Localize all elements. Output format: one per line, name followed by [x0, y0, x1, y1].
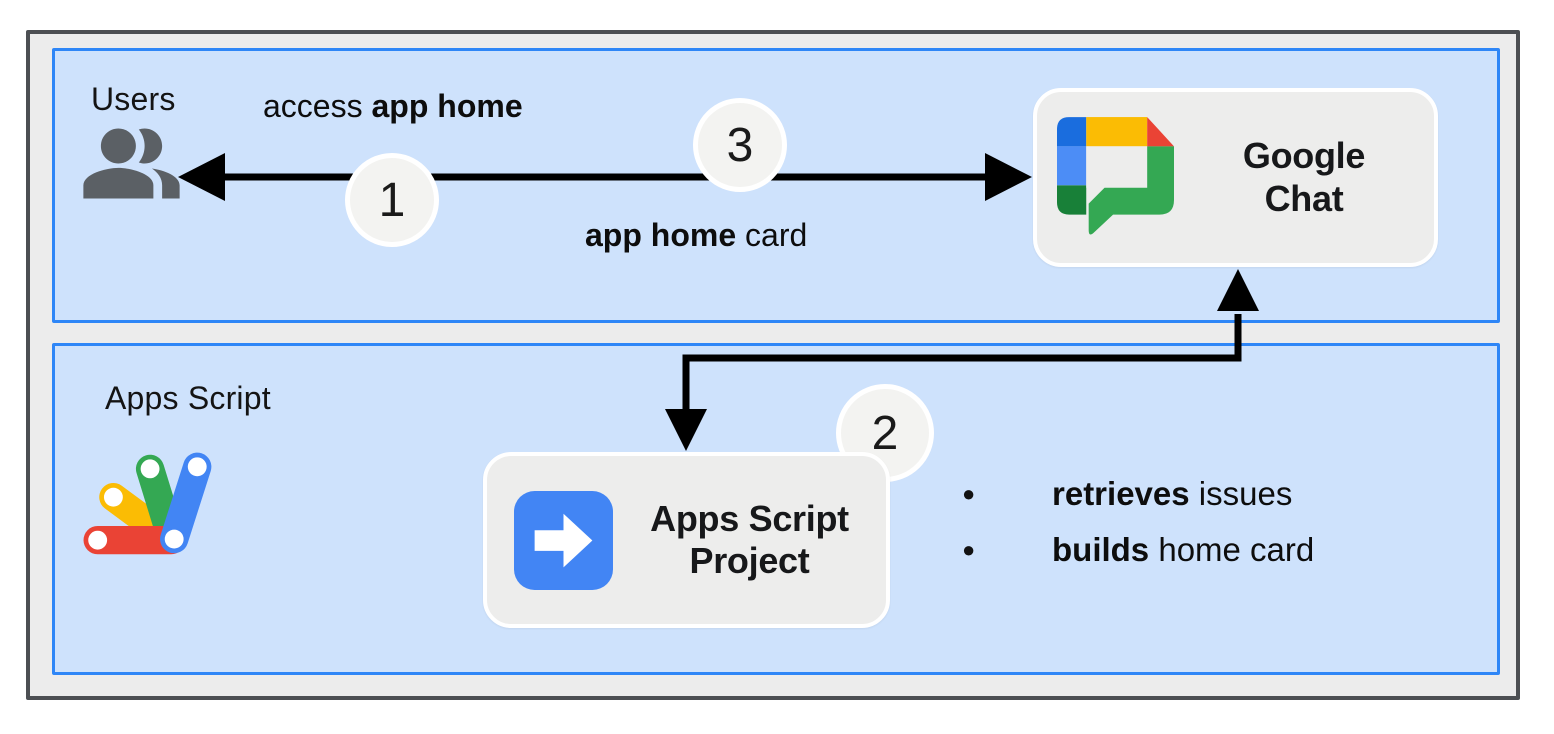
arrowhead-up	[1217, 269, 1259, 311]
google-chat-title: Google Chat	[1174, 135, 1434, 220]
users-section-label: Users	[91, 81, 176, 117]
apps-script-section-label: Apps Script	[105, 380, 271, 416]
response-label-bold: app home	[585, 217, 737, 253]
people-icon	[83, 128, 180, 199]
chat-project-elbow-line	[682, 314, 1242, 414]
step-circle-1: 1	[345, 153, 439, 247]
arrowhead-left	[178, 153, 225, 201]
bullet-bold: builds	[1052, 531, 1150, 568]
bullet-bold: retrieves	[1052, 475, 1190, 512]
google-chat-title-line1: Google	[1242, 135, 1366, 177]
bullet-text-builds: builds home card	[1052, 531, 1314, 569]
step-circle-3: 3	[693, 98, 787, 192]
bullet-icon: ●	[962, 537, 976, 562]
arrow-right-icon	[514, 490, 613, 590]
access-label-prefix: access	[263, 88, 372, 124]
access-app-home-label: access app home	[263, 88, 523, 125]
step2-bullet-list: ● retrieves issues ● builds home card	[952, 466, 1314, 578]
app-home-card-label: app home card	[585, 217, 807, 254]
list-item: ● builds home card	[952, 522, 1314, 578]
arrowhead-down	[665, 409, 707, 451]
response-label-suffix: card	[736, 217, 808, 253]
list-item: ● retrieves issues	[952, 466, 1314, 522]
bullet-rest: home card	[1149, 531, 1315, 568]
google-chat-logo	[1057, 116, 1174, 235]
step-number-2: 2	[871, 406, 899, 460]
google-chat-node: Google Chat	[1033, 88, 1438, 267]
access-label-bold: app home	[371, 88, 523, 124]
bullet-text-retrieves: retrieves issues	[1052, 475, 1292, 513]
apps-script-logo	[83, 452, 212, 555]
arrowhead-right	[985, 153, 1032, 201]
step-number-3: 3	[726, 118, 754, 172]
apps-script-project-title-line2: Project	[689, 540, 810, 581]
step-number-1: 1	[378, 173, 406, 227]
google-chat-title-line2: Chat	[1264, 177, 1344, 219]
bullet-rest: issues	[1189, 475, 1293, 512]
apps-script-project-title-line1: Apps Script	[650, 497, 849, 539]
apps-script-project-title: Apps Script Project	[613, 498, 886, 583]
apps-script-project-node: Apps Script Project	[483, 452, 890, 628]
bullet-icon: ●	[962, 481, 976, 506]
